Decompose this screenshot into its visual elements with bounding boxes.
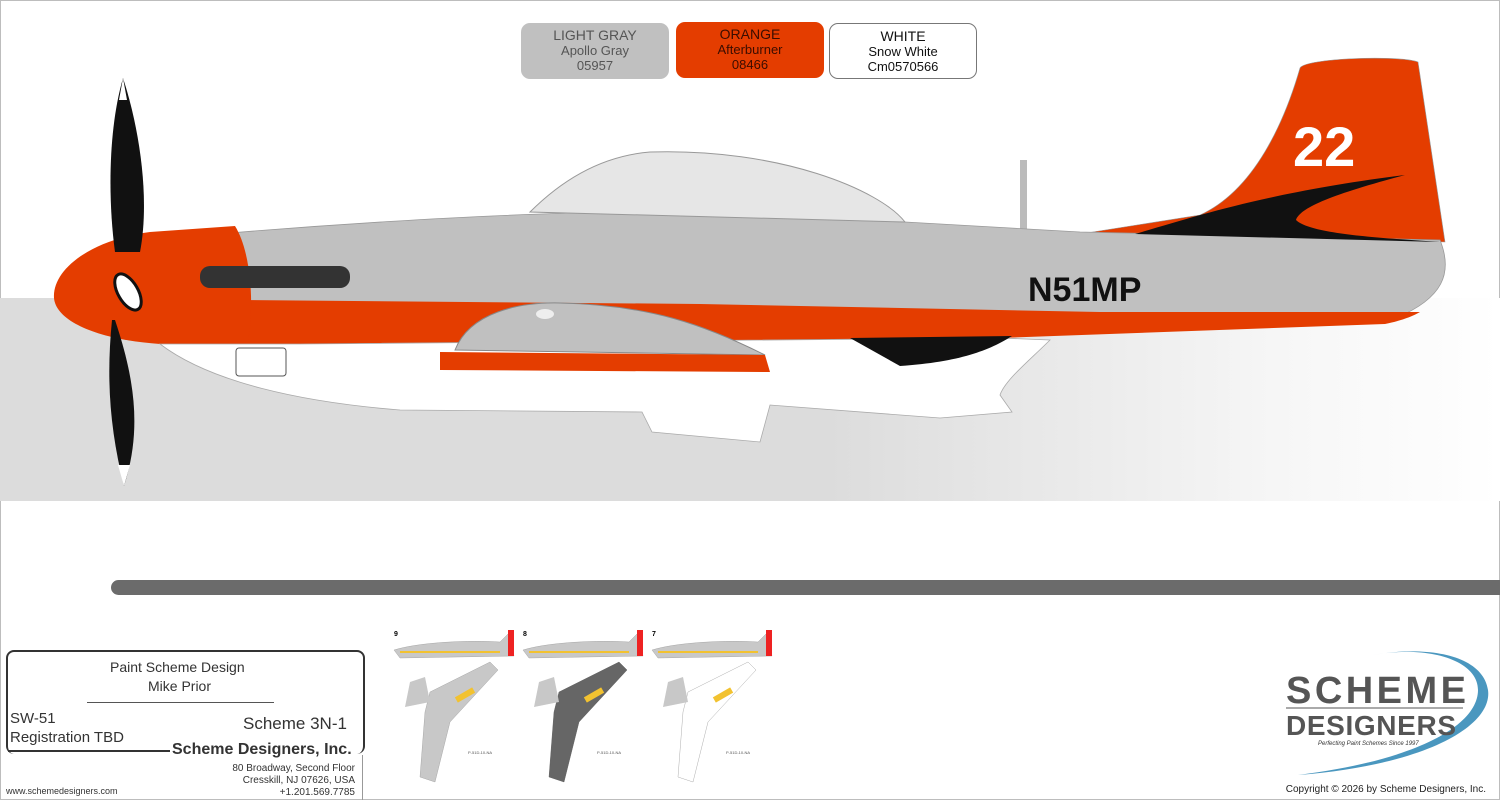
thumb-rudder bbox=[508, 630, 514, 656]
title-heading: Paint Scheme Design bbox=[110, 659, 245, 675]
swatch-code: 08466 bbox=[731, 57, 769, 72]
thumbnail-number: 7 bbox=[652, 631, 656, 638]
thumb-side-view bbox=[651, 633, 773, 659]
antenna bbox=[1020, 160, 1027, 230]
title-rule bbox=[87, 702, 274, 703]
thumb-top-view bbox=[677, 661, 757, 783]
propeller-blade-top bbox=[110, 78, 144, 252]
title-bottom-rule bbox=[8, 750, 170, 752]
drawing-detail bbox=[712, 687, 734, 703]
copyright: Copyright © 2026 by Scheme Designers, In… bbox=[1285, 784, 1486, 795]
swatch-product: Apollo Gray bbox=[561, 43, 629, 58]
drawing-detail bbox=[400, 651, 500, 653]
swatch-name: WHITE bbox=[880, 28, 926, 44]
registration: Registration TBD bbox=[10, 729, 124, 746]
scheme-designers-logo: SCHEME DESIGNERS Perfecting Paint Scheme… bbox=[1286, 651, 1489, 775]
belly bbox=[158, 337, 1051, 443]
thumbnail-option-7[interactable]: 7 P-51D-10-NA bbox=[648, 622, 775, 787]
wing-root bbox=[454, 302, 766, 356]
race-number: 22 bbox=[1293, 115, 1355, 178]
thumbnail-caption: P-51D-10-NA bbox=[726, 750, 750, 755]
designer-name: Mike Prior bbox=[148, 678, 212, 694]
title-side-rule bbox=[362, 755, 363, 800]
thumb-side-view bbox=[393, 633, 515, 659]
drawing-detail bbox=[658, 651, 758, 653]
logo-line2: DESIGNERS bbox=[1286, 710, 1456, 741]
wing-orange-band bbox=[440, 352, 770, 372]
phone: +1.201.569.7785 bbox=[279, 787, 355, 798]
thumb-top-view bbox=[419, 661, 499, 783]
belly-black-panel bbox=[850, 336, 1012, 366]
drawing-detail bbox=[534, 677, 559, 707]
canopy bbox=[528, 151, 907, 223]
swatch-name: ORANGE bbox=[719, 26, 781, 42]
drawing-detail bbox=[583, 687, 605, 703]
tail-fin bbox=[1079, 57, 1446, 243]
swatch-light-gray: LIGHT GRAY Apollo Gray 05957 bbox=[521, 23, 669, 79]
drawing-detail bbox=[663, 677, 688, 707]
title-block bbox=[6, 650, 365, 754]
aircraft-side-view: 22 N51MP bbox=[53, 57, 1446, 486]
logo-tagline: Perfecting Paint Schemes Since 1997 bbox=[1318, 741, 1419, 747]
prop-tip bbox=[119, 78, 127, 100]
address-line2: Cresskill, NJ 07626, USA bbox=[242, 775, 355, 786]
wing-light bbox=[536, 309, 554, 319]
model: SW-51 bbox=[10, 710, 56, 727]
swatch-white: WHITE Snow White Cm0570566 bbox=[829, 23, 977, 79]
website-link[interactable]: www.schemedesigners.com bbox=[6, 786, 118, 796]
intake-grille bbox=[235, 347, 287, 377]
thumbnail-caption: P-51D-10-NA bbox=[468, 750, 492, 755]
exhaust-stacks bbox=[200, 266, 350, 288]
registration-marking: N51MP bbox=[1028, 271, 1141, 309]
thumb-top-view bbox=[548, 661, 628, 783]
company-name: Scheme Designers, Inc. bbox=[172, 741, 352, 758]
thumbnail-number: 9 bbox=[394, 631, 398, 638]
thumb-rudder bbox=[637, 630, 643, 656]
drawing-detail bbox=[454, 687, 476, 703]
swatch-product: Afterburner bbox=[717, 42, 783, 57]
thumbnail-caption: P-51D-10-NA bbox=[597, 750, 621, 755]
scheme-id: Scheme 3N-1 bbox=[243, 714, 347, 733]
prop-tip bbox=[118, 465, 130, 486]
thumbnail-option-8[interactable]: 8 P-51D-10-NA bbox=[519, 622, 646, 787]
divider-bar bbox=[111, 580, 1500, 595]
swatch-name: LIGHT GRAY bbox=[553, 27, 637, 43]
logo-line1: SCHEME bbox=[1286, 670, 1466, 712]
drawing-detail bbox=[529, 651, 629, 653]
spinner-hub bbox=[113, 272, 143, 312]
thumbnail-option-9[interactable]: 9 P-51D-10-NA bbox=[390, 622, 517, 787]
thumb-rudder bbox=[766, 630, 772, 656]
tail-flash bbox=[1135, 175, 1440, 242]
swatch-product: Snow White bbox=[868, 44, 938, 59]
swatch-code: Cm0570566 bbox=[867, 59, 939, 74]
swatch-orange: ORANGE Afterburner 08466 bbox=[676, 22, 824, 78]
thumbnail-number: 8 bbox=[523, 631, 527, 638]
drawing-detail bbox=[405, 677, 430, 707]
address-line1: 80 Broadway, Second Floor bbox=[232, 763, 355, 774]
thumb-side-view bbox=[522, 633, 644, 659]
swatch-code: 05957 bbox=[576, 58, 614, 73]
propeller-blade-bottom bbox=[109, 320, 135, 486]
nose-cowl bbox=[53, 226, 252, 344]
